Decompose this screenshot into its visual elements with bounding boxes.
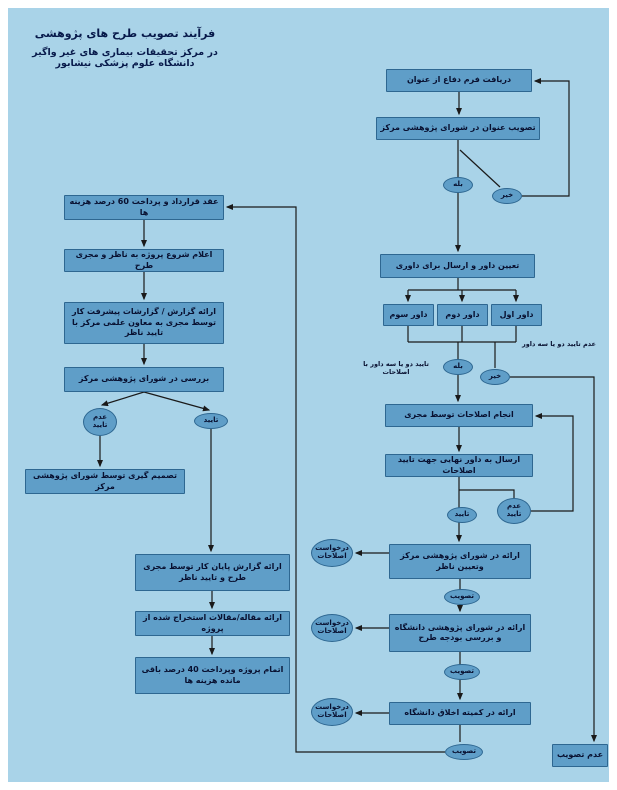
node-approve-title: تصویب عنوان در شورای پژوهشی مرکز — [376, 117, 540, 140]
decision-approved-final-reviewer: تایید — [447, 507, 477, 523]
node-decision: تصمیم گیری توسط شورای پژوهشی مرکز — [25, 469, 185, 494]
node-complete: اتمام پروژه وپرداخت 40 درصد باقی مانده ه… — [135, 657, 290, 694]
decision-not-approved-review: عدم تایید — [83, 408, 117, 436]
node-final-report: ارائه گزارش پایان کار توسط مجری طرح و تا… — [135, 554, 290, 591]
decision-approve-3: تصویب — [445, 744, 483, 760]
node-reviewer-3: داور سوم — [383, 304, 434, 326]
node-progress-reports: ارائه گزارش / گزارشات پیشرفت کار توسط مج… — [64, 302, 224, 344]
node-center-review: بررسی در شورای پژوهشی مرکز — [64, 367, 224, 392]
decision-not-approved-final-reviewer: عدم تایید — [497, 498, 531, 524]
decision-yes-1: بله — [443, 177, 473, 193]
decision-request-revisions-1: درخواست اصلاحات — [311, 539, 353, 567]
chart-title: فرآیند تصویب طرح های پژوهشی در مرکز تحقی… — [14, 27, 236, 69]
label-approved-two-three: تایید دو یا سه داور با اصلاحات — [363, 360, 429, 377]
decision-request-revisions-3: درخواست اصلاحات — [311, 698, 353, 726]
node-center-council: ارائه در شورای پژوهشی مرکز وتعیین ناظر — [389, 544, 531, 579]
decision-request-revisions-2: درخواست اصلاحات — [311, 614, 353, 642]
node-receive-form: دریافت فرم دفاع از عنوان — [386, 69, 532, 92]
node-assign-reviewers: تعیین داور و ارسال برای داوری — [380, 254, 535, 278]
decision-no-1: خیر — [492, 188, 522, 204]
node-ethics-committee: ارائه در کمیته اخلاق دانشگاه — [389, 702, 531, 725]
node-not-approved-final: عدم تصویب — [552, 744, 608, 767]
label-not-approved-two-three: عدم تایید دو یا سه داور — [522, 340, 596, 348]
chart-title-line1: فرآیند تصویب طرح های پژوهشی — [34, 27, 216, 40]
node-university-council: ارائه در شورای پژوهشی دانشگاه و بررسی بو… — [389, 614, 531, 652]
node-contract: عقد قرارداد و پرداخت 60 درصد هزینه ها — [64, 195, 224, 220]
node-articles: ارائه مقاله/مقالات استخراج شده از پروژه — [135, 611, 290, 636]
node-announce-start: اعلام شروع پروژه به ناظر و مجری طرح — [64, 249, 224, 272]
node-reviewer-2: داور دوم — [437, 304, 488, 326]
node-reviewer-1: داور اول — [491, 304, 542, 326]
chart-title-line2: در مرکز تحقیقات بیماری های غیر واگیر دان… — [32, 47, 218, 69]
decision-approve-2: تصویب — [444, 664, 480, 680]
node-do-revisions: انجام اصلاحات توسط مجری — [385, 404, 533, 427]
decision-approve-1: تصویب — [444, 589, 480, 605]
decision-no-2: خیر — [480, 369, 510, 385]
decision-approved-review: تایید — [194, 413, 228, 429]
node-send-final-reviewer: ارسال به داور نهایی جهت تایید اصلاحات — [385, 454, 533, 477]
decision-yes-2: بله — [443, 359, 473, 375]
